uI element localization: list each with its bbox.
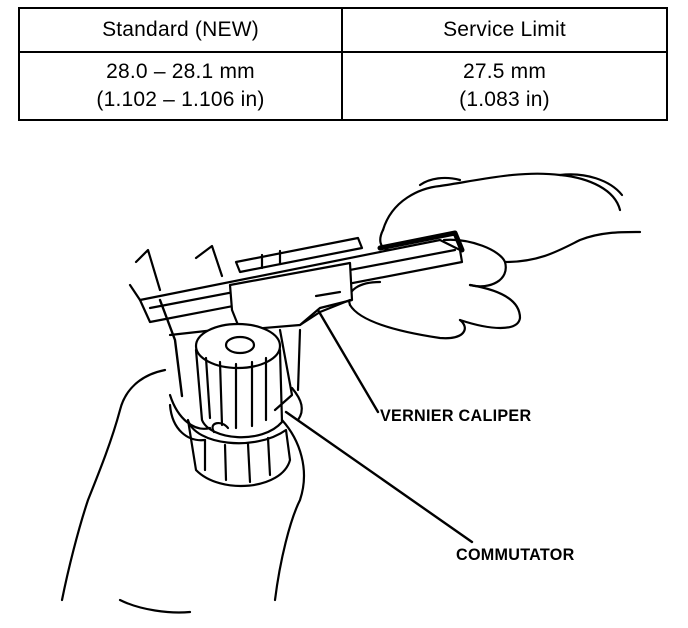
left-hand: [60, 368, 306, 614]
caliper-leader-line: [316, 308, 380, 414]
header-standard-label: Standard (NEW): [102, 18, 259, 41]
caliper-illustration: [60, 172, 642, 614]
commutator: [186, 322, 292, 488]
right-hand: [347, 172, 642, 340]
standard-metric: 28.0 – 28.1 mm: [106, 60, 255, 83]
callout-vernier-caliper: VERNIER CALIPER: [380, 406, 532, 425]
service-limit-metric: 27.5 mm: [462, 60, 547, 83]
standard-imperial: (1.102 – 1.106 in): [96, 88, 265, 111]
header-service-limit: Service Limit: [343, 9, 666, 53]
commutator-leader-line: [284, 410, 474, 544]
header-service-limit-label: Service Limit: [443, 18, 566, 41]
standard-value-cell: 28.0 – 28.1 mm (1.102 – 1.106 in): [20, 53, 343, 119]
header-standard: Standard (NEW): [20, 9, 343, 53]
vernier-caliper: [128, 230, 465, 412]
spec-table: Standard (NEW) Service Limit 28.0 – 28.1…: [18, 7, 668, 121]
callout-commutator: COMMUTATOR: [456, 545, 575, 564]
service-limit-imperial: (1.083 in): [459, 88, 550, 111]
service-limit-value-cell: 27.5 mm (1.083 in): [343, 53, 666, 119]
